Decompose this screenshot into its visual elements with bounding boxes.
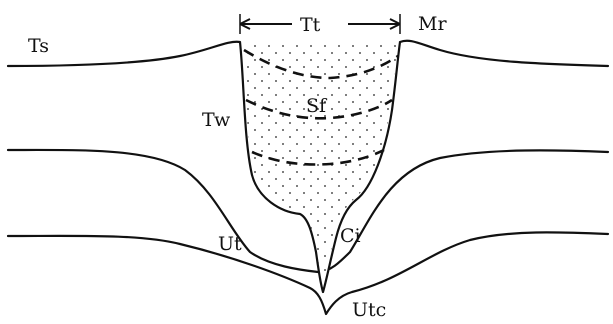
label-sf: Sf [306, 95, 328, 117]
label-utc: Utc [352, 299, 386, 321]
top-surface-line-right [400, 41, 608, 66]
label-ut: Ut [218, 233, 242, 255]
label-ts: Ts [28, 35, 49, 57]
label-ci: Ci [340, 225, 361, 247]
label-mr: Mr [418, 13, 447, 35]
label-tt: Tt [300, 14, 321, 36]
crater-dots [242, 44, 398, 288]
label-tw: Tw [202, 109, 231, 131]
lower-layer-line [8, 232, 608, 314]
